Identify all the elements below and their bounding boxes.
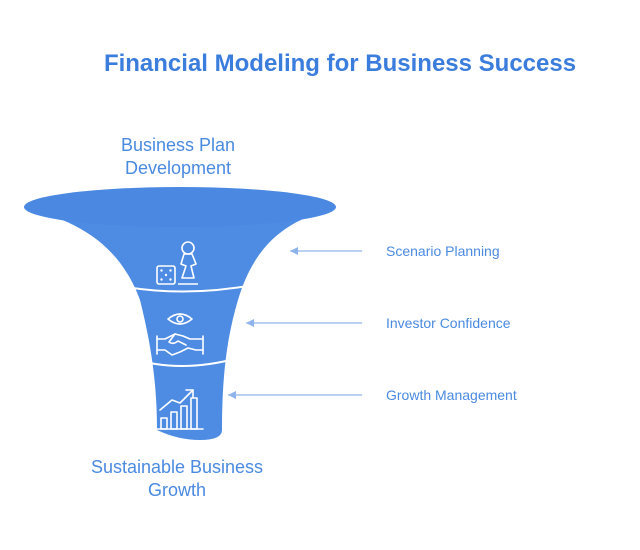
funnel-top-label-line-1: Business Plan — [120, 135, 236, 155]
funnel-top-rim — [24, 187, 336, 227]
funnel-top-label: Business Plan Development — [68, 134, 288, 180]
stage-label-investor-confidence: Investor Confidence — [386, 315, 511, 331]
connector-investor-confidence — [246, 319, 362, 327]
stage-label-growth-management: Growth Management — [386, 387, 517, 403]
connector-scenario-planning — [290, 247, 362, 255]
dice-and-pawn-icon — [156, 241, 198, 285]
stage-separator-1 — [105, 282, 265, 293]
funnel-bottom-label: Sustainable Business Growth — [42, 456, 312, 502]
stage-label-scenario-planning: Scenario Planning — [386, 243, 500, 259]
bar-chart-growth-icon — [156, 389, 204, 430]
funnel-bottom-label-line-1: Sustainable Business — [90, 457, 264, 477]
eye-handshake-icon — [156, 313, 204, 356]
funnel-bottom-label-line-2: Growth — [147, 480, 207, 500]
stage-separator-2 — [129, 357, 239, 367]
funnel-top-label-line-2: Development — [124, 158, 232, 178]
connector-growth-management — [228, 391, 362, 399]
diagram-title: Financial Modeling for Business Success — [103, 50, 577, 77]
